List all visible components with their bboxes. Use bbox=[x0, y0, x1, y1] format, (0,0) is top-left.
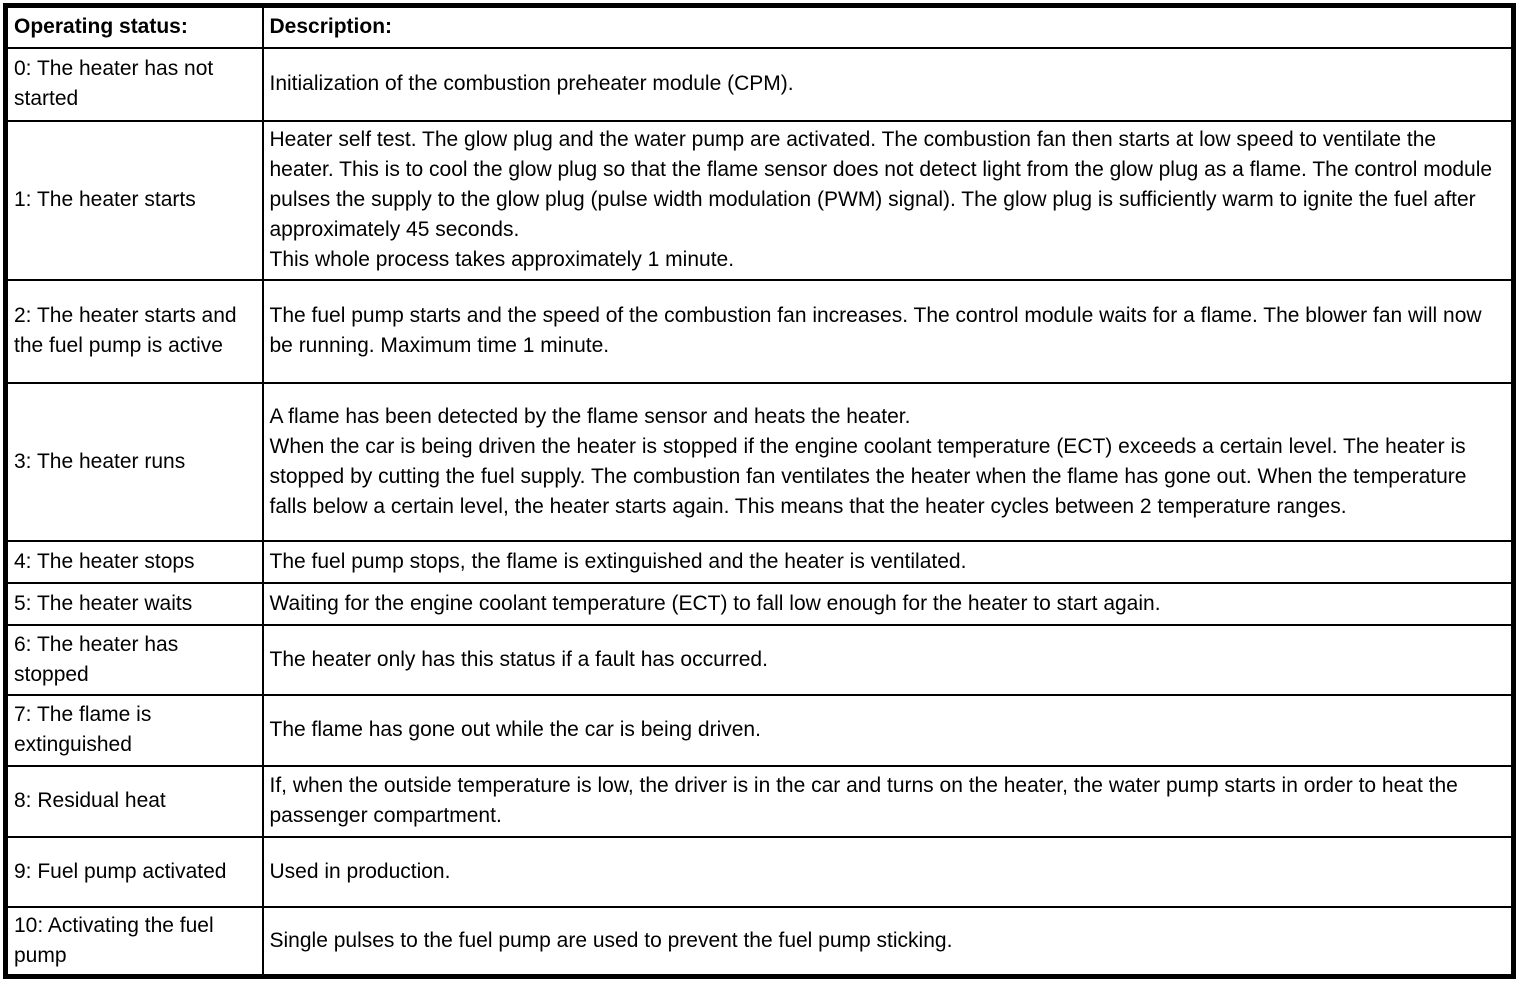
status-cell: 2: The heater starts and the fuel pump i… bbox=[4, 278, 264, 384]
description-cell: Heater self test. The glow plug and the … bbox=[261, 119, 1515, 281]
status-cell: 1: The heater starts bbox=[4, 119, 264, 281]
table-header-row: Operating status: Description: bbox=[4, 4, 1515, 49]
status-cell: 8: Residual heat bbox=[4, 764, 264, 838]
table-row: 2: The heater starts and the fuel pump i… bbox=[4, 278, 1515, 384]
status-cell: 3: The heater runs bbox=[4, 381, 264, 542]
description-cell: Initialization of the combustion preheat… bbox=[261, 46, 1515, 122]
status-cell: 4: The heater stops bbox=[4, 539, 264, 584]
table-row: 5: The heater waits Waiting for the engi… bbox=[4, 581, 1515, 626]
description-cell: The fuel pump stops, the flame is exting… bbox=[261, 539, 1515, 584]
status-cell: 9: Fuel pump activated bbox=[4, 835, 264, 908]
status-cell: 7: The flame is extinguished bbox=[4, 693, 264, 767]
table-row: 1: The heater starts Heater self test. T… bbox=[4, 119, 1515, 281]
table-row: 8: Residual heat If, when the outside te… bbox=[4, 764, 1515, 838]
table-row: 9: Fuel pump activated Used in productio… bbox=[4, 835, 1515, 908]
description-cell: Waiting for the engine coolant temperatu… bbox=[261, 581, 1515, 626]
description-cell: If, when the outside temperature is low,… bbox=[261, 764, 1515, 838]
table-row: 0: The heater has not started Initializa… bbox=[4, 46, 1515, 122]
description-cell: The flame has gone out while the car is … bbox=[261, 693, 1515, 767]
column-header-description: Description: bbox=[261, 4, 1515, 49]
status-cell: 5: The heater waits bbox=[4, 581, 264, 626]
table-row: 6: The heater has stopped The heater onl… bbox=[4, 623, 1515, 696]
operating-status-table: Operating status: Description: 0: The he… bbox=[3, 3, 1516, 979]
table-row: 7: The flame is extinguished The flame h… bbox=[4, 693, 1515, 767]
status-cell: 6: The heater has stopped bbox=[4, 623, 264, 696]
table-row: 10: Activating the fuel pump Single puls… bbox=[4, 905, 1515, 977]
table-row: 4: The heater stops The fuel pump stops,… bbox=[4, 539, 1515, 584]
column-header-operating-status: Operating status: bbox=[4, 4, 264, 49]
table-row: 3: The heater runs A flame has been dete… bbox=[4, 381, 1515, 542]
description-cell: The heater only has this status if a fau… bbox=[261, 623, 1515, 696]
description-cell: Used in production. bbox=[261, 835, 1515, 908]
status-cell: 10: Activating the fuel pump bbox=[4, 905, 264, 977]
description-cell: The fuel pump starts and the speed of th… bbox=[261, 278, 1515, 384]
description-cell: Single pulses to the fuel pump are used … bbox=[261, 905, 1515, 977]
description-cell: A flame has been detected by the flame s… bbox=[261, 381, 1515, 542]
status-cell: 0: The heater has not started bbox=[4, 46, 264, 122]
